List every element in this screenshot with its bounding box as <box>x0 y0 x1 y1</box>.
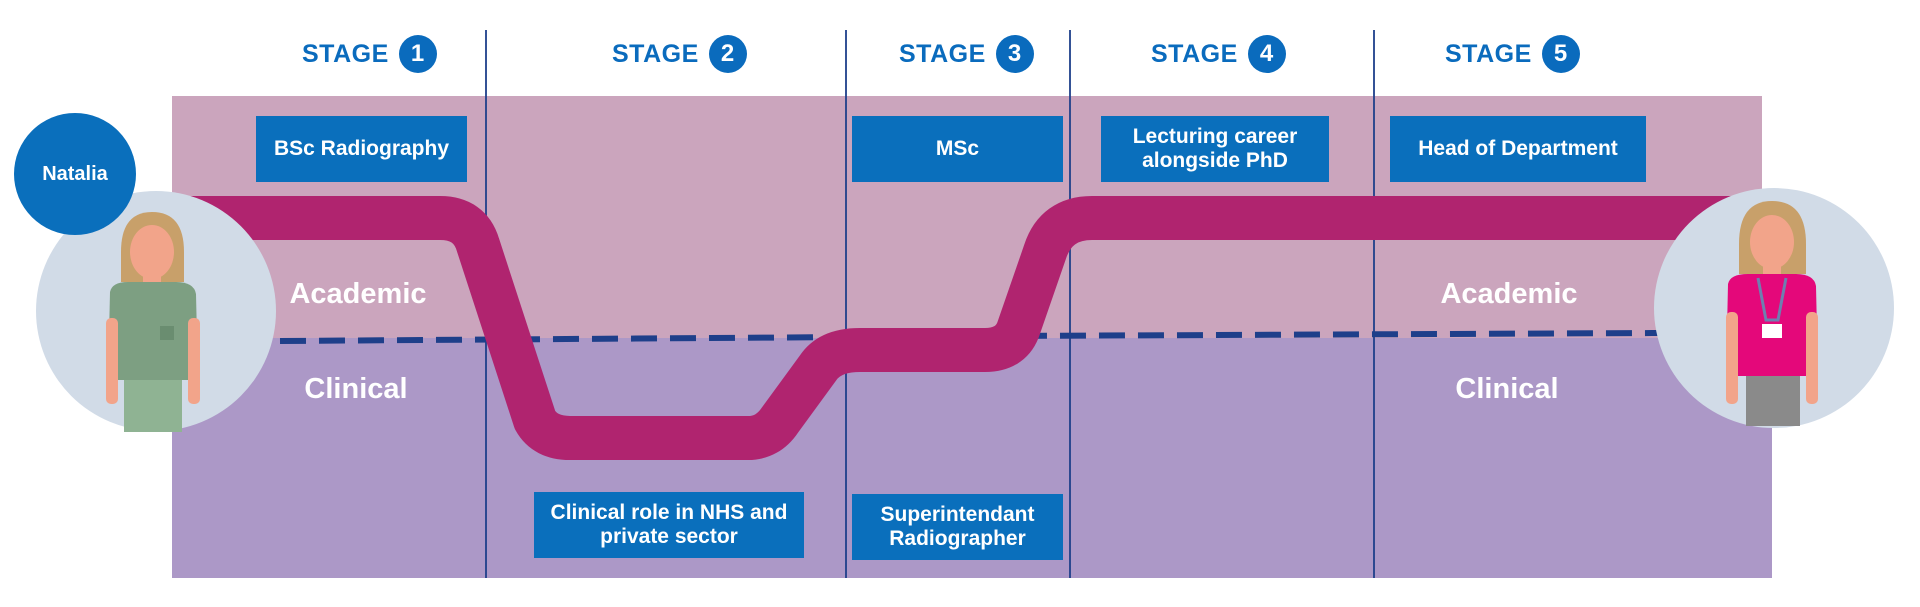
avatar-right-arm-right <box>1806 312 1818 404</box>
avatar-left-scrubs-trousers <box>124 380 182 432</box>
stage-2-word: STAGE <box>612 39 699 68</box>
stage-3-header: STAGE 3 <box>899 34 1034 74</box>
natalia-start-avatar <box>36 191 276 432</box>
avatar-left-face <box>130 225 174 279</box>
stage-1-header: STAGE 1 <box>302 34 437 74</box>
clinical-label-right: Clinical <box>1455 373 1559 405</box>
stage-4-header: STAGE 4 <box>1151 34 1286 74</box>
person-name-badge: Natalia <box>14 113 136 235</box>
stage-2-header: STAGE 2 <box>612 34 747 74</box>
stage-4-word: STAGE <box>1151 39 1238 68</box>
clinical-label-left: Clinical <box>304 373 408 405</box>
stage-1-number: 1 <box>398 35 437 73</box>
avatar-right-lanyard <box>1756 277 1788 322</box>
stage-5-number: 5 <box>1541 35 1580 73</box>
academic-label-right: Academic <box>1440 278 1578 310</box>
avatar-left-arm-right <box>188 318 200 404</box>
avatar-left-arm-left <box>106 318 118 404</box>
stage-5-word: STAGE <box>1445 39 1532 68</box>
stage-3-word: STAGE <box>899 39 986 68</box>
milestone-clinical-role: Clinical role in NHS and private sector <box>534 492 804 558</box>
milestone-head-of-department: Head of Department <box>1390 116 1646 182</box>
natalia-end-avatar <box>1654 188 1894 428</box>
avatar-left-scrubs-top <box>108 282 198 380</box>
avatar-right-id-badge <box>1762 324 1782 338</box>
stage-4-number: 4 <box>1247 35 1286 73</box>
career-path-line <box>128 196 1802 460</box>
milestone-bsc-radiography: BSc Radiography <box>256 116 467 182</box>
academic-label-left: Academic <box>289 278 427 310</box>
milestone-msc: MSc <box>852 116 1063 182</box>
stage-1-word: STAGE <box>302 39 389 68</box>
avatar-right-arm-left <box>1726 312 1738 404</box>
stage-2-number: 2 <box>708 35 747 73</box>
stage-5-header: STAGE 5 <box>1445 34 1580 74</box>
avatar-right-trousers <box>1746 376 1800 426</box>
stage-3-number: 3 <box>995 35 1034 73</box>
avatar-right-face <box>1750 215 1794 269</box>
milestone-superintendant-radiographer: Superintendant Radiographer <box>852 494 1063 560</box>
milestone-lecturing-career: Lecturing career alongside PhD <box>1101 116 1329 182</box>
avatar-left-pocket <box>160 326 174 340</box>
